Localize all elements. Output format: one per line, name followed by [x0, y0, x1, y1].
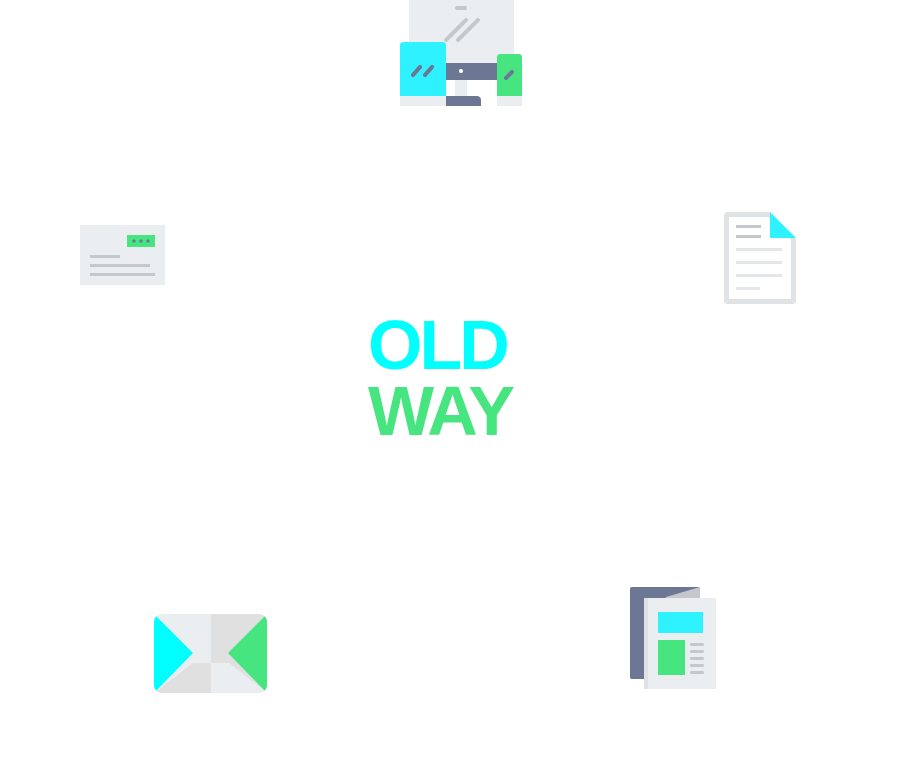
title-line-way: WAY [368, 372, 515, 450]
envelope-icon [154, 614, 267, 693]
old-way-title: OLD WAY [368, 306, 515, 450]
card-icon [80, 225, 165, 285]
newspaper-icon [630, 587, 716, 689]
devices-icon [400, 0, 522, 106]
title-line-old: OLD [368, 306, 510, 384]
document-icon [724, 212, 796, 304]
